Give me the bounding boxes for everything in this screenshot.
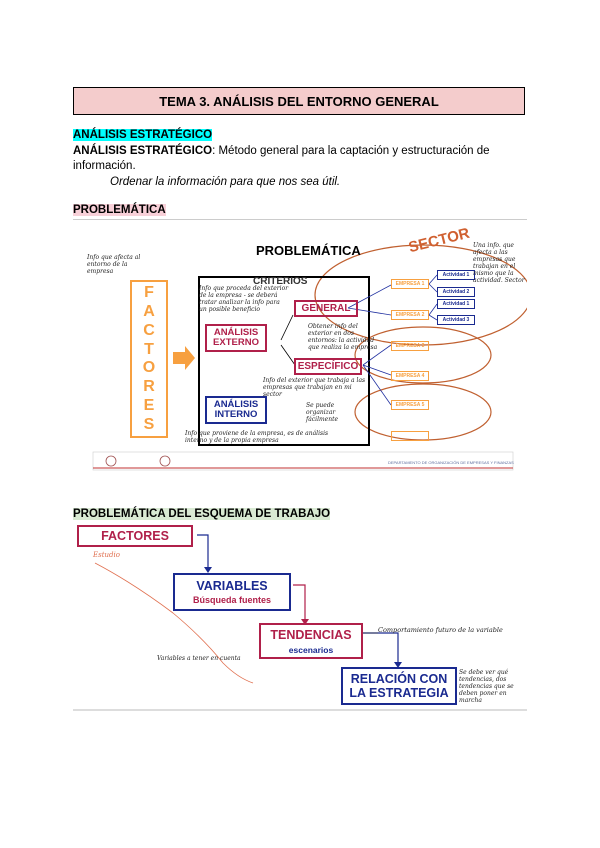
- relacion-box: RELACIÓN CON LA ESTRATEGIA: [341, 667, 457, 705]
- sector-ellipse: [314, 244, 527, 346]
- note-mid: Obtener info del exterior en dos entorno…: [308, 323, 378, 351]
- escenarios-label: escenarios: [288, 644, 334, 655]
- esquema-slide: FACTORES Estudio VARIABLES Búsqueda fuen…: [73, 523, 527, 711]
- slide-footer: DEPARTAMENTO DE ORGANIZACIÓN DE EMPRESAS…: [388, 460, 514, 465]
- analisis-externo-box: ANÁLISIS EXTERNO: [205, 324, 267, 352]
- section-heading-problematica-text: PROBLEMÁTICA: [73, 204, 166, 216]
- empty-empresa-box: [391, 431, 429, 441]
- factores-letter: C: [143, 321, 155, 339]
- section-heading-esquema: PROBLEMÁTICA DEL ESQUEMA DE TRABAJO: [73, 508, 331, 520]
- factores-letter: S: [143, 415, 155, 433]
- factores-letter: O: [142, 359, 156, 377]
- busqueda-label: Búsqueda fuentes: [192, 595, 271, 605]
- factores-letter: F: [144, 284, 154, 302]
- factores-letter: T: [144, 340, 154, 358]
- note-interno: Se puede organizar fácilmente: [306, 402, 339, 423]
- university-logo-icon: [105, 455, 117, 467]
- general-box: GENERAL: [294, 300, 358, 317]
- factores-note: Estudio: [93, 551, 120, 559]
- empresa-box: EMPRESA 5: [391, 400, 429, 410]
- factores-box: FACTORES: [77, 525, 193, 547]
- tendencias-note: Comportamiento futuro de la variable: [378, 626, 503, 634]
- variables-label: VARIABLES: [196, 579, 268, 593]
- factores-column: F A C T O R E S: [130, 280, 168, 438]
- esquema-diagram: [73, 534, 527, 711]
- note-top: Info que proceda del exterior de la empr…: [199, 285, 289, 313]
- actividad-box: Actividad 1: [437, 299, 475, 309]
- definition-term: ANÁLISIS ESTRATÉGICO: [73, 145, 213, 157]
- empresa-box: EMPRESA 1: [391, 279, 429, 289]
- analisis-interno-box: ANÁLISIS INTERNO: [205, 396, 267, 424]
- section-heading-analisis-text: ANÁLISIS ESTRATÉGICO: [73, 129, 213, 141]
- empresa-box: EMPRESA 3: [391, 341, 429, 351]
- note-bottom: Info que proviene de la empresa, es de a…: [185, 430, 329, 444]
- actividad-box: Actividad 3: [437, 315, 475, 325]
- variables-note: Variables a tener en cuenta: [157, 655, 241, 662]
- tendencias-label: TENDENCIAS: [270, 627, 352, 642]
- faculty-logo-icon: [159, 455, 171, 467]
- section-heading-esquema-text: PROBLEMÁTICA DEL ESQUEMA DE TRABAJO: [73, 508, 331, 520]
- variables-box: VARIABLES Búsqueda fuentes: [173, 573, 291, 611]
- definition-text: : Método general para la captación y est…: [73, 145, 490, 172]
- actividad-box: Actividad 1: [437, 270, 475, 280]
- section-heading-analisis: ANÁLISIS ESTRATÉGICO: [73, 129, 213, 141]
- especifico-box: ESPECÍFICO: [294, 358, 362, 375]
- definition-paragraph: ANÁLISIS ESTRATÉGICO: Método general par…: [73, 144, 513, 174]
- problematica-diagram: [92, 244, 527, 471]
- definition-note: Ordenar la información para que nos sea …: [110, 176, 341, 188]
- note-sector: Una info. que afecta a las empresas que …: [473, 242, 525, 284]
- empresa-box: EMPRESA 4: [391, 371, 429, 381]
- note-especifico: Info del exterior que trabaja a las empr…: [263, 377, 366, 398]
- empresa-ellipse-1: [354, 326, 492, 384]
- page-title-text: TEMA 3. ANÁLISIS DEL ENTORNO GENERAL: [159, 93, 439, 109]
- tendencias-box: TENDENCIAS escenarios: [259, 623, 363, 659]
- section-heading-problematica: PROBLEMÁTICA: [73, 204, 166, 216]
- slide-title: PROBLEMÁTICA: [256, 243, 361, 258]
- problematica-slide: PROBLEMÁTICA SE CTOR CRITERIOS F A C T O …: [73, 219, 527, 474]
- arrow-right-icon: [173, 346, 195, 370]
- criterios-label: CRITERIOS: [253, 276, 308, 287]
- actividad-box: Actividad 2: [437, 287, 475, 297]
- relacion-note: Se debe ver qué tendencias, dos tendenci…: [459, 669, 514, 704]
- empresa-box: EMPRESA 2: [391, 310, 429, 320]
- factores-letter: E: [143, 396, 155, 414]
- note-left: Info que afecta al entorno de la empresa: [87, 254, 141, 275]
- factores-letter: R: [143, 378, 155, 396]
- page-title: TEMA 3. ANÁLISIS DEL ENTORNO GENERAL: [73, 87, 525, 115]
- factores-letter: A: [143, 303, 155, 321]
